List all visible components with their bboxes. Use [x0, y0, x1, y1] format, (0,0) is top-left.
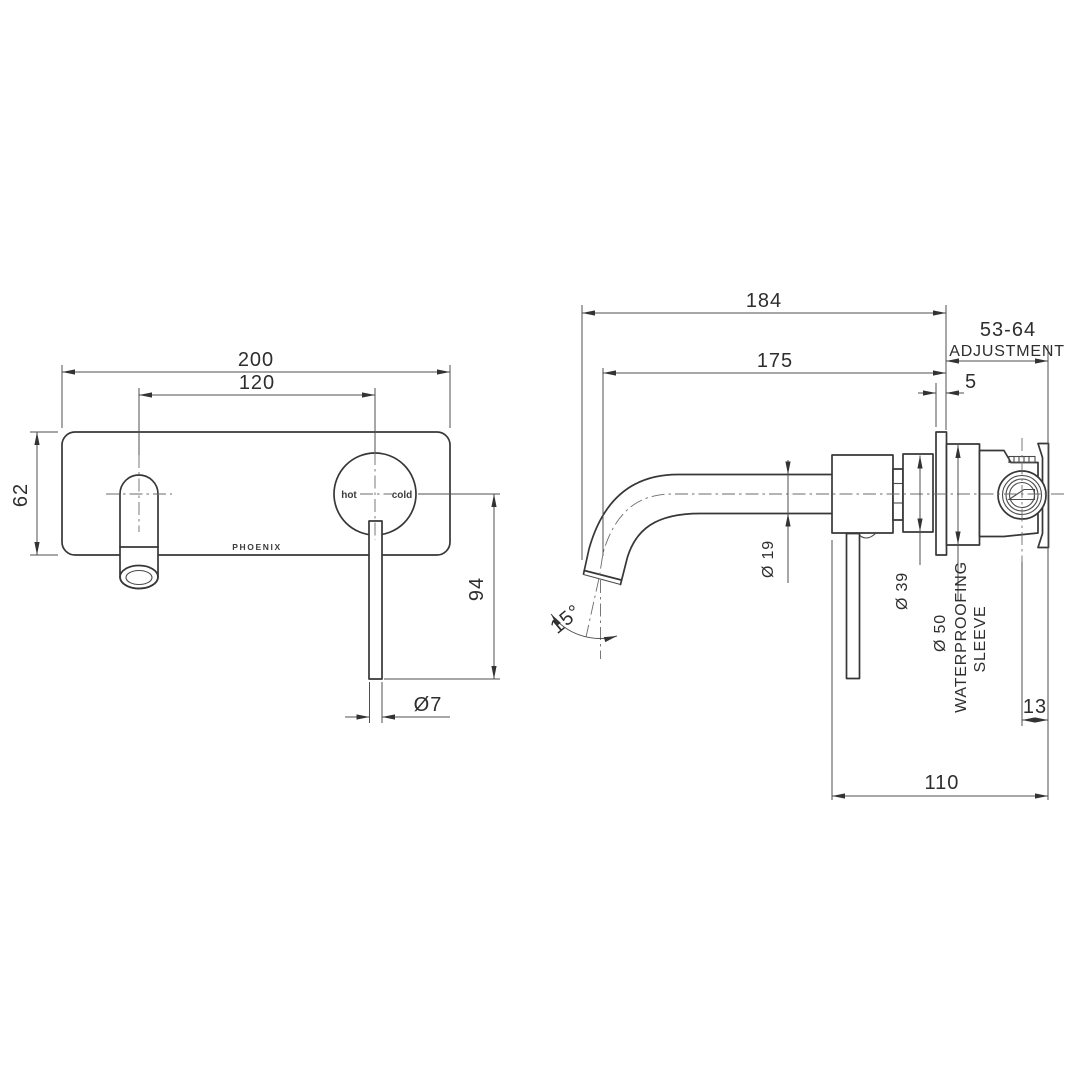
neck [892, 468, 904, 521]
dim-body-depth-label: 110 [925, 772, 960, 794]
wall-plate-side [935, 431, 948, 556]
dim-plate-height-label: 62 [10, 483, 32, 507]
dim-lever-length-label: 94 [466, 577, 488, 601]
dim-lever-diameter-label: Ø7 [414, 694, 443, 716]
dim-body-diameter-label: Ø 39 [894, 572, 911, 610]
brand-label: PHOENIX [232, 542, 281, 552]
dim-plate-width-label: 200 [238, 349, 274, 371]
spout-centerline [585, 493, 1064, 638]
dim-spout-diameter-label: Ø 19 [760, 540, 777, 578]
dim-spout-angle-label: 15° [546, 600, 586, 638]
hot-label: hot [341, 490, 357, 501]
dim-centres-label: 120 [239, 372, 275, 394]
spout-outlet-inner [125, 569, 153, 586]
sleeve-label-line1: WATERPROOFING [953, 561, 970, 713]
spout-side-inner [619, 512, 834, 586]
body-cylinder [902, 453, 934, 533]
dim-spout-projection-label: 175 [757, 350, 793, 372]
dim-centre-offset-label: 13 [1023, 696, 1047, 718]
spout-outlet-outer [119, 564, 159, 590]
dim-plate-thickness-label: 5 [965, 371, 977, 393]
front-view: PHOENIX hot cold 200 120 62 94 Ø7 [10, 349, 500, 723]
handle-lever-front [368, 520, 383, 680]
dim-sleeve-diameter-label: Ø 50 [932, 614, 949, 652]
sleeve-label-line2: SLEEVE [972, 605, 989, 672]
handle-lever-side [845, 532, 861, 680]
spout-side-outer [582, 473, 834, 575]
cartridge-slot [1007, 488, 1036, 501]
side-view: 15° 184 175 53-64 ADJUSTMENT 5 Ø 19 Ø 39 [546, 290, 1064, 800]
dim-overall-projection-label: 184 [746, 290, 782, 312]
cold-label: cold [392, 490, 413, 501]
waterproofing-sleeve [945, 443, 981, 546]
dim-adjustment-word-label: ADJUSTMENT [949, 343, 1065, 360]
dim-adjustment-range-label: 53-64 [980, 319, 1036, 341]
angle-arc [550, 613, 618, 643]
